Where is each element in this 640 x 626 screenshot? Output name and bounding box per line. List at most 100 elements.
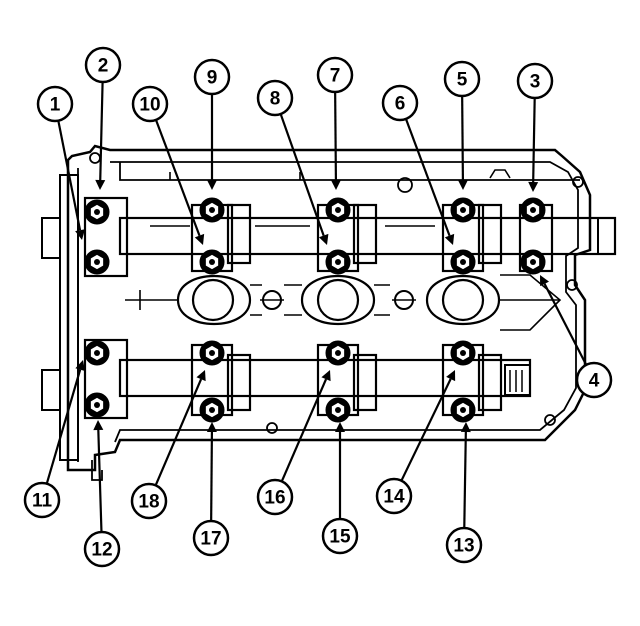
- arrowhead-icon: [330, 179, 341, 190]
- callout-label: 12: [91, 540, 112, 561]
- arrowhead-icon: [206, 422, 217, 433]
- callout-leader-18: [154, 378, 203, 486]
- callout-circle: [84, 46, 122, 84]
- arrowhead-icon: [95, 179, 106, 190]
- bolt-head: [325, 340, 351, 366]
- callout-label: 6: [395, 94, 406, 115]
- callout-leader-7: [334, 91, 338, 181]
- callout-leader-2: [99, 81, 104, 181]
- callout-label: 17: [200, 529, 221, 550]
- callout-leader-13: [463, 431, 467, 529]
- bolt-head: [84, 249, 110, 275]
- callout-circle: [381, 84, 419, 122]
- leader-lines: [45, 81, 588, 533]
- bolt-head: [84, 392, 110, 418]
- cylinder-head-body: [41, 144, 592, 481]
- bolt-head: [84, 199, 110, 225]
- spark-plug-bores: [125, 274, 562, 331]
- callout-circle: [575, 361, 613, 399]
- callout-leader-17: [210, 431, 214, 522]
- callout-label: 14: [383, 487, 405, 508]
- callout-leader-11: [45, 369, 82, 484]
- callout-17: 17: [192, 519, 230, 557]
- callout-3: 3: [516, 62, 554, 100]
- callout-circle: [375, 477, 413, 515]
- callout-6: 6: [381, 84, 419, 122]
- callout-9: 9: [193, 58, 231, 96]
- callout-11: 11: [23, 481, 61, 519]
- arrowhead-icon: [75, 360, 85, 372]
- callout-circle: [256, 478, 294, 516]
- callout-10: 10: [131, 85, 169, 123]
- arrowhead-icon: [196, 370, 206, 382]
- arrowhead-icon: [194, 233, 205, 245]
- bolt-head: [325, 249, 351, 275]
- callout-18: 18: [130, 482, 168, 520]
- bolt-head: [450, 340, 476, 366]
- callout-circle: [131, 85, 169, 123]
- callout-label: 5: [457, 70, 468, 91]
- arrowhead-icon: [335, 422, 345, 432]
- bolt-head: [199, 340, 225, 366]
- callout-leader-14: [400, 378, 452, 482]
- bolt-head: [199, 197, 225, 223]
- callout-circle: [445, 526, 483, 564]
- arrowhead-icon: [446, 370, 456, 382]
- callout-5: 5: [443, 60, 481, 98]
- callout-15: 15: [321, 517, 359, 555]
- callout-label: 9: [207, 68, 218, 89]
- bolt-head: [325, 197, 351, 223]
- callout-16: 16: [256, 478, 294, 516]
- callout-circle: [193, 58, 231, 96]
- callout-leader-6: [404, 118, 451, 237]
- callout-circle: [130, 482, 168, 520]
- arrowhead-icon: [460, 422, 471, 433]
- callout-label: 3: [530, 72, 541, 93]
- bolt-head: [199, 249, 225, 275]
- bolt-head: [450, 197, 476, 223]
- arrowhead-icon: [321, 370, 331, 382]
- arrowhead-icon: [540, 275, 550, 287]
- callout-7: 7: [316, 56, 354, 94]
- arrowhead-icon: [444, 233, 455, 245]
- callout-label: 11: [32, 491, 53, 512]
- callout-circle: [316, 56, 354, 94]
- callout-14: 14: [375, 477, 413, 515]
- callout-circle: [443, 60, 481, 98]
- arrowhead-icon: [75, 229, 85, 240]
- callout-label: 7: [330, 66, 341, 87]
- bolt-head: [520, 249, 546, 275]
- callout-circle: [36, 85, 74, 123]
- arrowhead-icon: [207, 180, 217, 190]
- bolt-head: [520, 197, 546, 223]
- callout-label: 8: [270, 89, 281, 110]
- callout-13: 13: [445, 526, 483, 564]
- callout-label: 15: [329, 527, 351, 548]
- callout-circle: [516, 62, 554, 100]
- callout-leader-4: [543, 283, 588, 366]
- callout-leader-10: [154, 119, 201, 237]
- bolt-head: [84, 340, 110, 366]
- callout-label: 10: [139, 95, 160, 116]
- callout-8: 8: [256, 79, 294, 117]
- callout-4: 4: [575, 361, 613, 399]
- callout-leader-8: [279, 113, 325, 236]
- callout-circle: [256, 79, 294, 117]
- callout-circle: [23, 481, 61, 519]
- arrowhead-icon: [528, 181, 539, 192]
- callout-1: 1: [36, 85, 74, 123]
- arrowhead-icon: [93, 420, 104, 431]
- callout-label: 18: [138, 492, 159, 513]
- camshaft-upper: [118, 216, 617, 256]
- callout-2: 2: [84, 46, 122, 84]
- callout-label: 13: [453, 536, 474, 557]
- bolt-head: [450, 249, 476, 275]
- callout-leader-12: [97, 429, 103, 533]
- callout-label: 16: [264, 488, 285, 509]
- bolt-head: [199, 397, 225, 423]
- arrowhead-icon: [318, 233, 329, 245]
- callout-leader-16: [280, 378, 328, 482]
- bolt-group: [84, 197, 546, 423]
